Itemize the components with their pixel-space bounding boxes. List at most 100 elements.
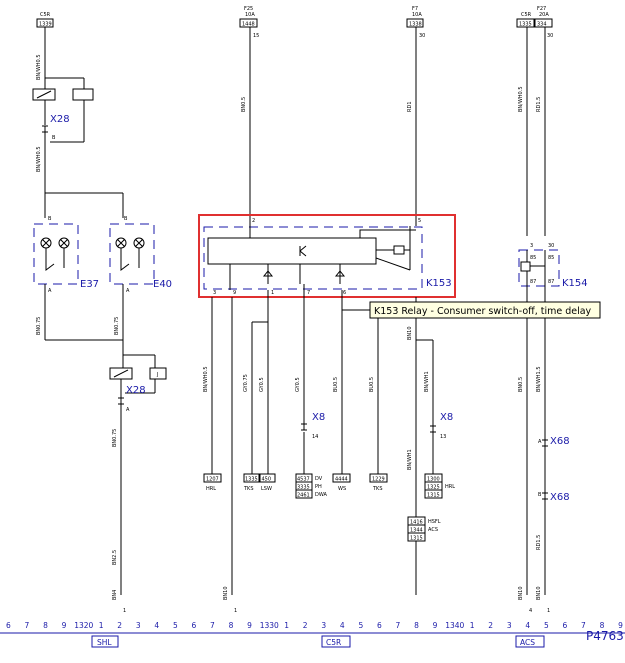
connector-number: 1335 xyxy=(519,22,532,28)
pin-label: 7 xyxy=(307,290,310,296)
pin-label: 85 xyxy=(548,255,554,261)
lamp-e37-housing xyxy=(33,223,79,285)
ruler-number: 9 xyxy=(433,621,438,630)
pin-label: 9 xyxy=(233,290,236,296)
wire-label: BN/WH0.5 xyxy=(36,146,42,172)
connector-box xyxy=(516,18,535,28)
terminal-label: C5R xyxy=(521,12,532,18)
connector-pin: 14 xyxy=(312,434,318,440)
relay-contact xyxy=(72,88,94,101)
pin-label: 1 xyxy=(271,290,274,296)
wire-label: BN10 xyxy=(518,586,524,600)
connector-x8-label: X8 xyxy=(440,412,453,423)
ruler-number: 6 xyxy=(563,621,568,630)
relay-contact-label: J xyxy=(156,372,158,378)
wire-label: BN/WH0.5 xyxy=(518,86,524,112)
ruler-number: 2 xyxy=(488,621,493,630)
connector-x28-symbol xyxy=(118,397,124,405)
connector-box xyxy=(534,18,553,28)
connector-pin: 30 xyxy=(547,33,553,39)
svg-text:1300: 1300 xyxy=(427,477,440,483)
wire-label: BN0.75 xyxy=(114,317,120,335)
k153-label: K153 xyxy=(426,278,452,289)
connector-x68-symbol xyxy=(542,439,548,447)
ruler-number: 6 xyxy=(192,621,197,630)
fuse-name: F27 xyxy=(537,6,546,12)
ruler-number: 7 xyxy=(25,621,30,630)
ruler-number: 6 xyxy=(377,621,382,630)
ruler-number: 3 xyxy=(136,621,141,630)
connector-box xyxy=(406,18,424,28)
lamp-e40-label: E40 xyxy=(153,279,172,290)
ruler-number: 1 xyxy=(99,621,104,630)
top-connector-f25: F25 10A 1448 15 xyxy=(239,6,259,39)
wire-label: BN0.75 xyxy=(36,317,42,335)
svg-text:ACS: ACS xyxy=(428,527,438,533)
connector-pin: 13 xyxy=(440,434,446,440)
ruler-number: 7 xyxy=(210,621,215,630)
connector-box xyxy=(239,18,258,28)
ruler-number: 3 xyxy=(507,621,512,630)
destination-box xyxy=(295,489,313,499)
wire-label: BN0.75 xyxy=(112,429,118,447)
fuse-name: F7 xyxy=(412,6,418,12)
k153-tooltip: K153 Relay - Consumer switch-off, time d… xyxy=(369,301,601,319)
connector-number: 1338 xyxy=(409,22,422,28)
svg-text:DV: DV xyxy=(315,476,323,482)
k154-relay: BN/WH0.5 RD1.5 3 30 85 85 87 87 K154 BN0… xyxy=(518,27,588,614)
ruler-number: 5 xyxy=(544,621,549,630)
ruler-number: 9 xyxy=(62,621,67,630)
ruler-number: 4 xyxy=(154,621,159,630)
destination-box xyxy=(407,532,426,542)
connector-pin: B xyxy=(52,135,56,141)
svg-text:1315: 1315 xyxy=(427,493,440,499)
svg-text:HRL: HRL xyxy=(206,486,216,492)
ruler-number: 8 xyxy=(229,621,234,630)
lamp-e37-label: E37 xyxy=(80,279,99,290)
connector-x8-symbol xyxy=(430,425,436,433)
pin-label: 5 xyxy=(418,218,421,224)
wire-label: BN/WH1 xyxy=(424,371,430,392)
svg-text:1335: 1335 xyxy=(245,477,258,483)
k153-highlight-frame xyxy=(198,214,456,298)
wire-label: GY0.75 xyxy=(243,374,249,392)
pin-label: 30 xyxy=(548,243,554,249)
ruler-group-box xyxy=(321,635,351,648)
k154-label: K154 xyxy=(562,278,588,289)
connector-x28-symbol xyxy=(42,125,48,133)
ruler-group-box xyxy=(91,635,119,648)
svg-text:1344: 1344 xyxy=(410,528,423,534)
destination-box xyxy=(424,489,443,499)
connector-pin: 30 xyxy=(419,33,425,39)
connector-x68-symbol xyxy=(542,492,548,500)
top-connector-f7: F7 10A 1338 30 xyxy=(406,6,425,39)
page-id: P4763 xyxy=(586,629,624,643)
connector-x28-label: X28 xyxy=(50,114,70,125)
wire-label: BU0.5 xyxy=(333,377,339,392)
left-circuit: X28 B BN/WH0.5 BN/WH0.5 B A E37 B A E40 … xyxy=(32,27,172,614)
svg-text:1229: 1229 xyxy=(372,477,385,483)
ruler-number: 3 xyxy=(321,621,326,630)
svg-text:TKS: TKS xyxy=(243,486,254,492)
svg-text:PH: PH xyxy=(315,484,322,490)
svg-text:3335: 3335 xyxy=(297,485,310,491)
k153-relay-contact xyxy=(359,226,416,255)
fuse-rating: 10A xyxy=(245,12,255,18)
wire-label: BN/WH1 xyxy=(407,449,413,470)
connector-x28-label: X28 xyxy=(126,385,146,396)
svg-text:450: 450 xyxy=(262,477,272,483)
k153-relay[interactable]: BN0.5 RD1 2 5 3 9 1 7 6 K153 xyxy=(198,27,456,298)
svg-text:WS: WS xyxy=(338,486,346,492)
ruler-number: 2 xyxy=(303,621,308,630)
ruler-number: 8 xyxy=(43,621,48,630)
top-connector-20a: 20A 334 30 xyxy=(534,12,553,39)
k153-electronics-block xyxy=(207,237,377,265)
wire-label: BN/WH0.5 xyxy=(203,366,209,392)
connector-pin: A xyxy=(538,439,542,445)
lamp-e40-housing xyxy=(109,223,155,285)
svg-text:1207: 1207 xyxy=(206,477,219,483)
ruler-number: 9 xyxy=(247,621,252,630)
relay-contact xyxy=(149,367,167,380)
fuse-rating: 10A xyxy=(412,12,422,18)
